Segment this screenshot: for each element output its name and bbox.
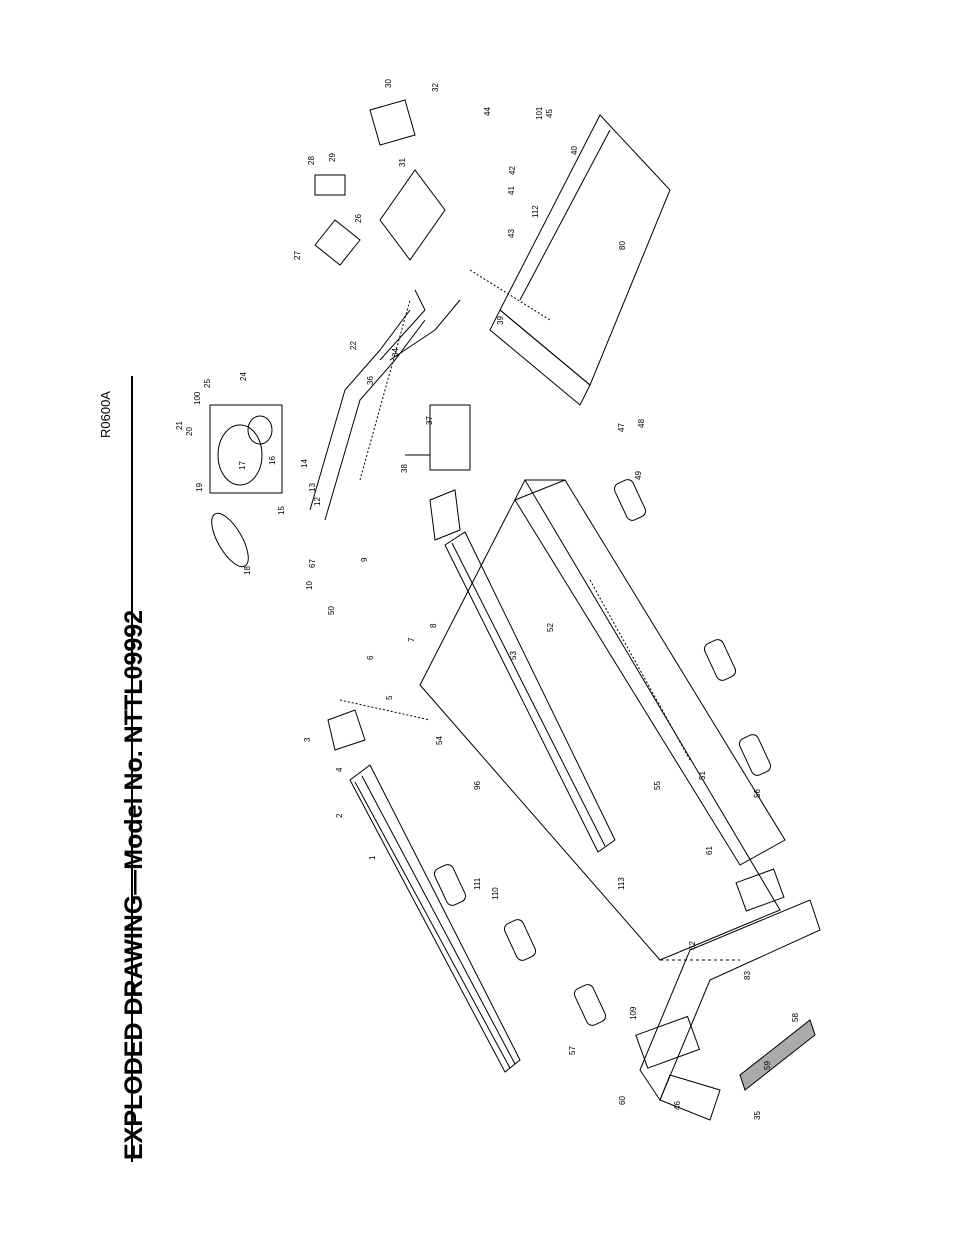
part-label: 15 — [277, 506, 286, 515]
part-label: 12 — [313, 497, 322, 506]
deck-frame — [419, 478, 786, 961]
rear-end-cap — [635, 868, 821, 1121]
part-label: 53 — [509, 651, 518, 660]
part-labels: 1 2 3 4 5 6 7 8 9 10 12 13 14 15 16 17 1… — [175, 79, 800, 1120]
page-title: EXPLODED DRAWING—Model No. NTTL09992 — [120, 609, 148, 1160]
drive-belt — [211, 512, 249, 568]
upright-frame — [309, 289, 461, 521]
part-label: 6 — [366, 655, 375, 660]
part-label: 30 — [384, 79, 393, 88]
part-label: 44 — [483, 107, 492, 116]
part-label: 32 — [431, 83, 440, 92]
part-label: 56 — [753, 789, 762, 798]
part-label: 111 — [473, 877, 482, 890]
part-label: 22 — [349, 341, 358, 350]
part-label: 55 — [653, 781, 662, 790]
part-label: 48 — [637, 419, 646, 428]
part-label: 83 — [743, 971, 752, 980]
part-label: 60 — [618, 1096, 627, 1105]
part-label: 47 — [617, 423, 626, 432]
part-label: 109 — [629, 1006, 638, 1020]
part-label: 25 — [203, 379, 212, 388]
part-label: 8 — [429, 623, 438, 628]
part-label: 50 — [327, 606, 336, 615]
exploded-drawing: 1 2 3 4 5 6 7 8 9 10 12 13 14 15 16 17 1… — [175, 79, 821, 1121]
part-label: 59 — [763, 1061, 772, 1070]
part-label: 28 — [307, 156, 316, 165]
part-label: 5 — [385, 695, 394, 700]
part-label: 31 — [398, 158, 407, 167]
part-label: 34 — [391, 348, 400, 357]
part-label: 13 — [308, 483, 317, 492]
part-label: 51 — [698, 771, 707, 780]
part-label: 58 — [791, 1013, 800, 1022]
part-label: 112 — [531, 205, 540, 218]
part-label: 67 — [308, 559, 317, 568]
part-label: 80 — [618, 241, 627, 250]
part-label: 100 — [193, 391, 202, 405]
part-label: 52 — [546, 623, 555, 632]
incline-motor — [405, 404, 471, 471]
part-label: 2 — [335, 813, 344, 818]
part-label: 14 — [300, 459, 309, 468]
part-label: 35 — [753, 1111, 762, 1120]
side-rail-left — [349, 764, 521, 1073]
controller-board — [314, 169, 446, 266]
part-label: 39 — [496, 316, 505, 325]
part-label: 18 — [243, 566, 252, 575]
motor — [209, 404, 283, 494]
part-label: 20 — [185, 427, 194, 436]
part-label: 40 — [570, 146, 579, 155]
part-label: 4 — [335, 767, 344, 772]
part-label: 113 — [617, 877, 626, 890]
part-label: 37 — [425, 416, 434, 425]
part-label: 46 — [673, 1101, 682, 1110]
part-label: 43 — [507, 229, 516, 238]
part-label: 17 — [238, 461, 247, 470]
motor-hood — [489, 114, 671, 406]
part-label: 61 — [705, 846, 714, 855]
part-label: 3 — [303, 737, 312, 742]
drawing-code: R0600A — [98, 391, 113, 438]
part-label: 54 — [435, 736, 444, 745]
part-label: 19 — [195, 483, 204, 492]
part-label: 29 — [328, 153, 337, 162]
part-label: 57 — [568, 1046, 577, 1055]
part-label: 21 — [175, 421, 184, 430]
part-label: 9 — [360, 557, 369, 562]
part-label: 24 — [239, 372, 248, 381]
part-label: 41 — [507, 186, 516, 195]
part-label: 110 — [491, 887, 500, 900]
side-rail-right — [444, 531, 616, 853]
part-label: 96 — [473, 781, 482, 790]
part-label: 1 — [368, 855, 377, 860]
part-label: 27 — [293, 251, 302, 260]
part-label: 42 — [508, 166, 517, 175]
part-label: 62 — [688, 941, 697, 950]
part-label: 16 — [268, 456, 277, 465]
title-rule — [131, 376, 133, 1162]
part-label: 49 — [634, 471, 643, 480]
part-label: 26 — [354, 214, 363, 223]
part-label: 10 — [305, 581, 314, 590]
part-label: 7 — [407, 637, 416, 642]
part-label: 36 — [366, 376, 375, 385]
feet — [433, 479, 772, 1026]
part-label: 101 — [535, 106, 544, 120]
part-label: 45 — [545, 109, 554, 118]
leader-lines — [339, 269, 691, 761]
console-bracket — [327, 99, 461, 751]
part-label: 38 — [400, 464, 409, 473]
